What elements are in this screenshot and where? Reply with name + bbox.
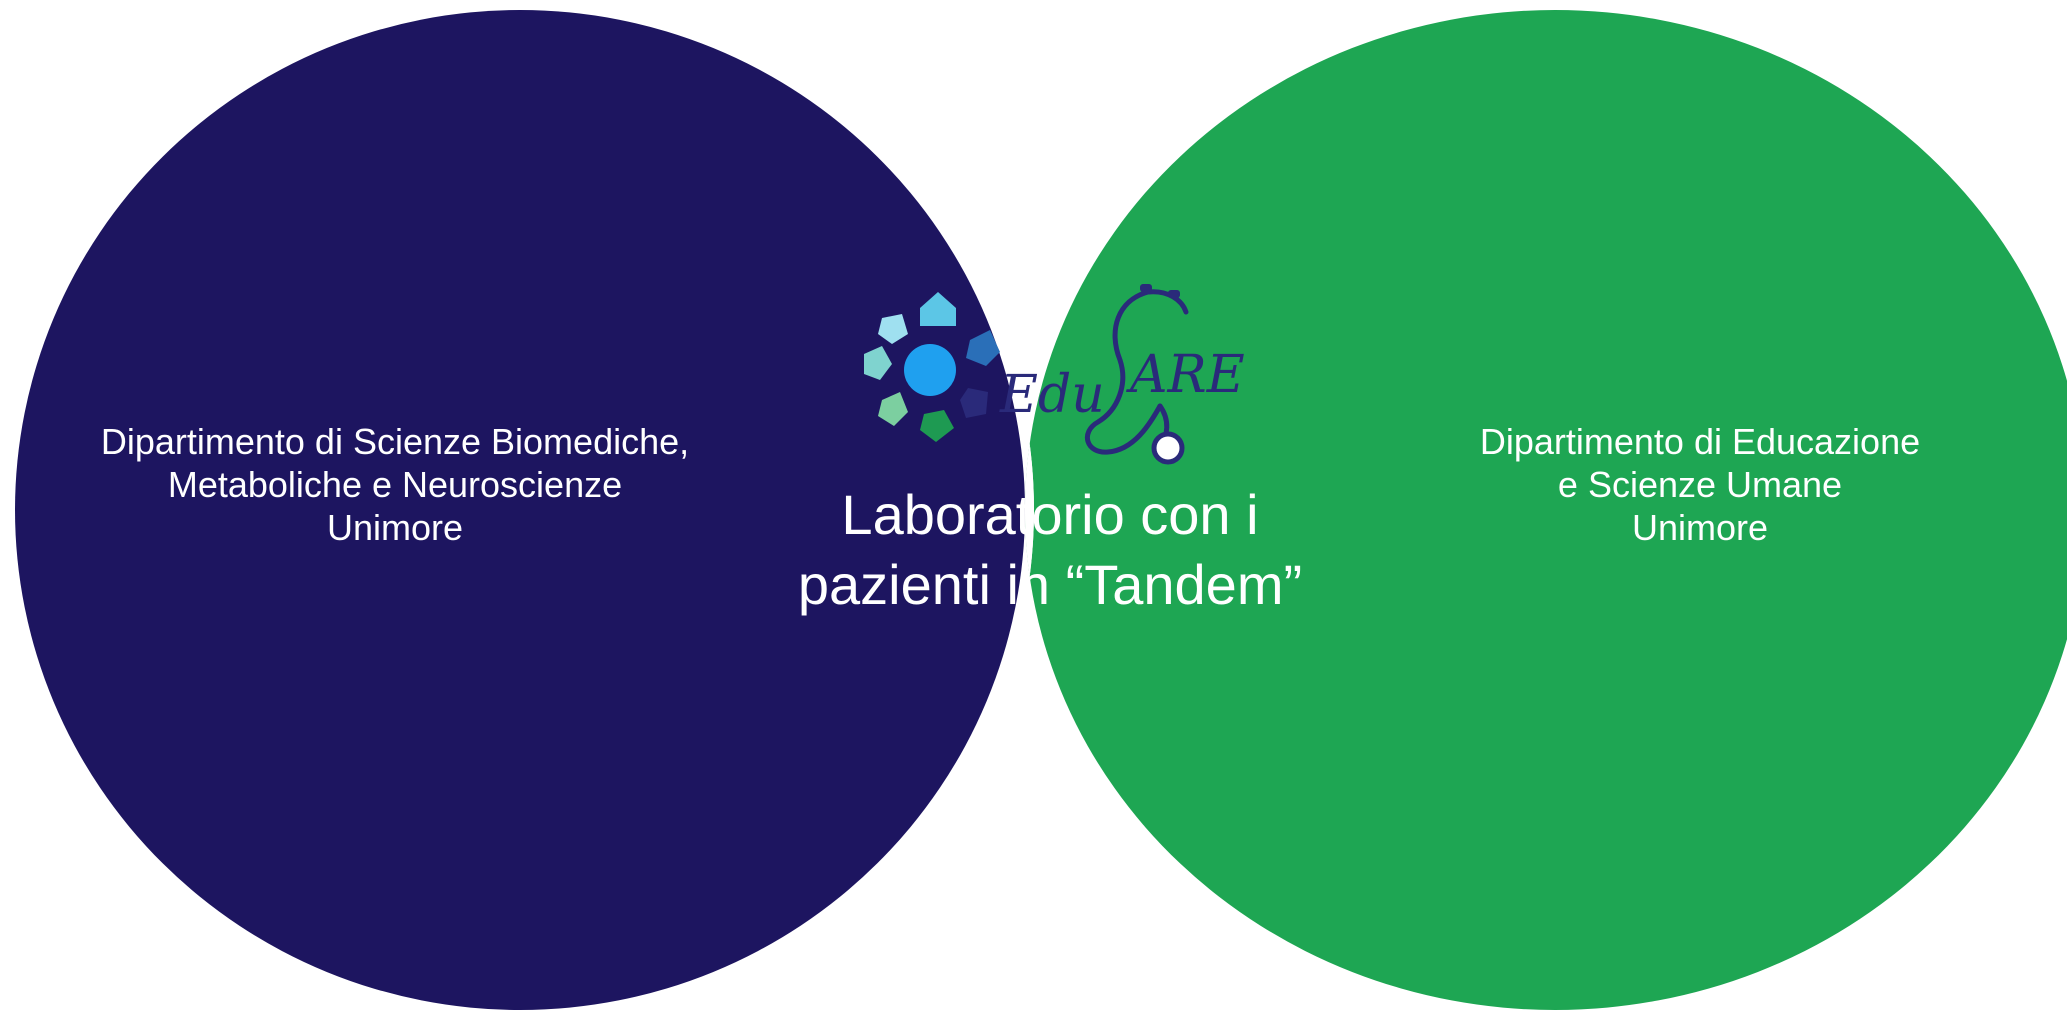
houses-ring-icon [864,292,1000,442]
center-title-line-1: Laboratorio con i [841,483,1259,546]
stethoscope-earpiece-icon [1168,290,1180,298]
logo-wordmark-suffix: ARE [1126,345,1245,405]
left-circle-label: Dipartimento di Scienze Biomediche, Meta… [60,420,730,550]
left-label-line-1: Dipartimento di Scienze Biomediche, [100,421,690,462]
right-label-line-1: Dipartimento di Educazione [1479,421,1921,462]
right-circle-label: Dipartimento di Educazione e Scienze Uma… [1410,420,1990,550]
center-title: Laboratorio con i pazienti in “Tandem” [790,480,1310,620]
stethoscope-earpiece-icon [1140,284,1152,292]
left-label-line-3: Unimore [326,507,464,549]
right-circle [1025,10,2067,1010]
left-label-line-2: Metaboliche e Neuroscienze [167,464,623,506]
logo-wordmark-prefix: Edu [999,365,1105,425]
right-label-line-3: Unimore [1631,507,1769,549]
center-title-line-2: pazienti in “Tandem” [797,553,1303,616]
left-circle [15,10,1025,1010]
right-label-line-2: e Scienze Umane [1557,464,1843,506]
